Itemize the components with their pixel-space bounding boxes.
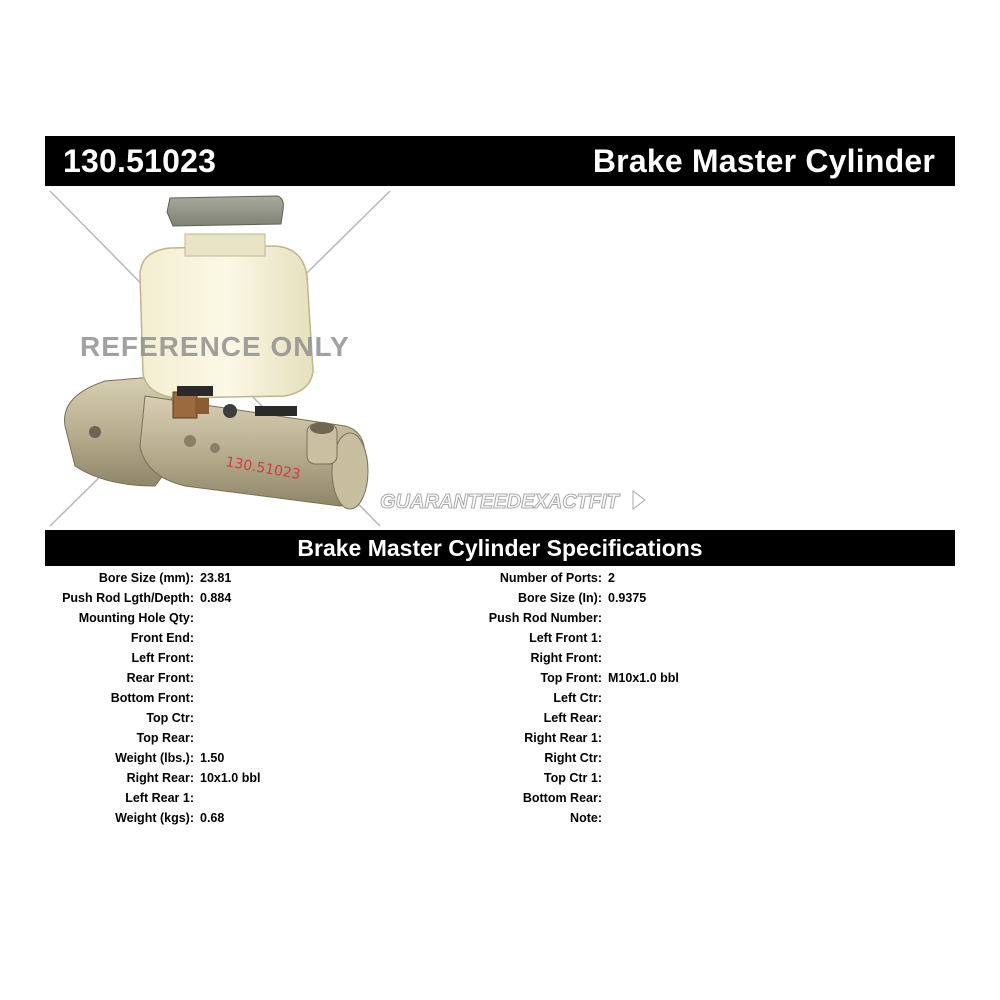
spec-row: Left Front 1: bbox=[0, 628, 602, 648]
spec-row: Push Rod Lgth/Depth: 0.884 bbox=[0, 588, 231, 608]
spec-label: Left Rear: bbox=[543, 711, 602, 725]
spec-row: Bore Size (In): 0.9375 bbox=[0, 588, 646, 608]
spec-label: Top Rear: bbox=[136, 731, 194, 745]
spec-label: Left Ctr: bbox=[553, 691, 602, 705]
spec-row: Left Front: bbox=[0, 648, 194, 668]
spec-row: Rear Front: bbox=[0, 668, 194, 688]
reservoir-cap bbox=[166, 195, 284, 227]
spec-label: Left Front: bbox=[131, 651, 194, 665]
header-bar: 130.51023 Brake Master Cylinder bbox=[45, 136, 955, 186]
spec-label: Front End: bbox=[130, 631, 194, 645]
spec-row: Weight (lbs.): 1.50 bbox=[0, 748, 224, 768]
spec-label: Number of Ports: bbox=[499, 571, 602, 585]
spec-label: Mounting Hole Qty: bbox=[78, 611, 194, 625]
part-number: 130.51023 bbox=[63, 142, 217, 179]
spec-row: Right Rear: 10x1.0 bbl bbox=[0, 768, 261, 788]
spec-row: Top Rear: bbox=[0, 728, 194, 748]
spec-label: Top Ctr 1: bbox=[543, 771, 602, 785]
spec-label: Bore Size (In): bbox=[517, 591, 602, 605]
spec-value: 0.884 bbox=[200, 591, 232, 605]
spec-label: Left Rear 1: bbox=[125, 791, 194, 805]
spec-row: Note: bbox=[0, 808, 602, 828]
spec-label: Right Ctr: bbox=[544, 751, 602, 765]
brand-watermark: GUARANTEEDEXACTFIT bbox=[380, 491, 621, 513]
watermark-arrow-icon bbox=[632, 490, 646, 510]
spec-label: Push Rod Number: bbox=[488, 611, 602, 625]
spec-value: 23.81 bbox=[200, 571, 232, 585]
spec-row: Top Ctr 1: bbox=[0, 768, 602, 788]
spec-label: Right Rear: bbox=[126, 771, 194, 785]
spec-row: Top Ctr: bbox=[0, 708, 194, 728]
spec-row: Bottom Rear: bbox=[0, 788, 602, 808]
spec-row: Number of Ports: 2 bbox=[0, 568, 615, 588]
spec-row: Right Front: bbox=[0, 648, 602, 668]
spec-label: Right Front: bbox=[530, 651, 602, 665]
spec-label: Top Front: bbox=[540, 671, 602, 685]
spec-row: Right Rear 1: bbox=[0, 728, 602, 748]
spec-row: Front End: bbox=[0, 628, 194, 648]
spec-row: Mounting Hole Qty: bbox=[0, 608, 194, 628]
spec-row: Bore Size (mm): 23.81 bbox=[0, 568, 231, 588]
spec-label: Rear Front: bbox=[126, 671, 194, 685]
spec-row: Left Rear 1: bbox=[0, 788, 194, 808]
fluid-reservoir bbox=[139, 245, 314, 399]
spec-label: Weight (kgs): bbox=[115, 811, 194, 825]
spec-value: 2 bbox=[608, 571, 615, 585]
spec-row: Left Ctr: bbox=[0, 688, 602, 708]
spec-label: Bottom Rear: bbox=[522, 791, 602, 805]
spec-label: Bore Size (mm): bbox=[98, 571, 194, 585]
spec-value: 0.9375 bbox=[608, 591, 647, 605]
spec-row: Left Rear: bbox=[0, 708, 602, 728]
page-title: Brake Master Cylinder bbox=[592, 142, 935, 179]
spec-label: Weight (lbs.): bbox=[115, 751, 194, 765]
spec-value: M10x1.0 bbl bbox=[608, 671, 679, 685]
spec-row: Push Rod Number: bbox=[0, 608, 602, 628]
reference-only-watermark: REFERENCE ONLY bbox=[80, 331, 350, 362]
spec-heading: Brake Master Cylinder Specifications bbox=[45, 530, 955, 566]
spec-row: Top Front: M10x1.0 bbl bbox=[0, 668, 678, 688]
spec-label: Left Front 1: bbox=[529, 631, 602, 645]
spec-label: Right Rear 1: bbox=[524, 731, 602, 745]
spec-label: Push Rod Lgth/Depth: bbox=[62, 591, 194, 605]
spec-value: 10x1.0 bbl bbox=[200, 771, 261, 785]
spec-row: Weight (kgs): 0.68 bbox=[0, 808, 224, 828]
spec-row: Right Ctr: bbox=[0, 748, 602, 768]
spec-value: 0.68 bbox=[200, 811, 225, 825]
spec-label: Bottom Front: bbox=[110, 691, 194, 705]
spec-value: 1.50 bbox=[200, 751, 225, 765]
spec-row: Bottom Front: bbox=[0, 688, 194, 708]
spec-label: Note: bbox=[570, 811, 602, 825]
product-image: 130.51023 REFERENCE ONLY GUARANTEEDEXACT… bbox=[49, 190, 646, 527]
spec-label: Top Ctr: bbox=[146, 711, 194, 725]
